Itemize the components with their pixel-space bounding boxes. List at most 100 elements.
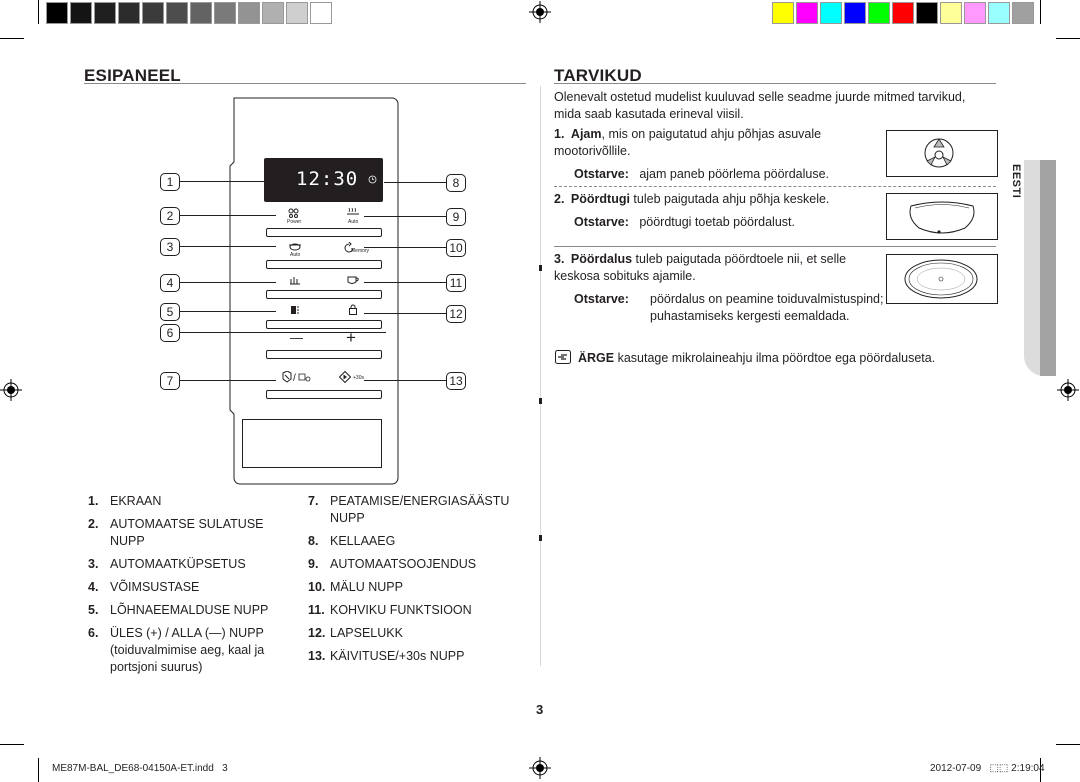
crop-mark [1040, 0, 1041, 24]
legend-number: 12. [308, 626, 326, 640]
dashed-separator [554, 186, 996, 187]
legend-text: ÜLES (+) / ALLA (—) NUPP (toiduvalmimise… [110, 626, 265, 674]
display-time: 12:30 [296, 168, 359, 190]
note-text: kasutage mikrolaineahju ilma pöördtoe eg… [614, 351, 936, 365]
leader-line [364, 282, 446, 283]
color-swatch [988, 2, 1010, 24]
purpose-label: Otstarve: [574, 167, 629, 181]
language-tab: EESTI [1008, 160, 1056, 376]
section-rule [84, 83, 526, 84]
column-divider [540, 86, 541, 666]
callout-8: 8 [446, 174, 466, 192]
turntable-icon [904, 259, 978, 299]
color-swatch [916, 2, 938, 24]
defrost-icon [288, 208, 299, 218]
power-level-icon [290, 277, 300, 285]
up-down-button[interactable] [266, 350, 382, 359]
child-lock-icon [349, 304, 357, 315]
legend-number: 5. [88, 603, 99, 617]
section-title-accessories: TARVIKUD [554, 66, 642, 85]
accessory-2-text: 2. Pöördtugi tuleb paigutada ahju põhja … [554, 191, 872, 208]
legend-text: KELLAAEG [330, 534, 396, 548]
legend-text: VÕIMSUSTASE [110, 580, 200, 594]
legend-text: AUTOMAATSOOJENDUS [330, 557, 477, 571]
color-swatch [964, 2, 986, 24]
callout-3: 3 [160, 238, 180, 256]
color-swatch [892, 2, 914, 24]
item-description: tuleb paigutada pöördtoele nii, et selle… [554, 252, 847, 283]
legend-text: LAPSELUKK [330, 626, 403, 640]
stop-start-button[interactable] [266, 390, 382, 399]
item-description: , mis on paigutatud ahju põhjas asuvale … [554, 127, 822, 158]
legend-column-1: 1. EKRAAN 2.AUTOMAATSE SULATUSE NUPP 3.AUTO… [88, 493, 298, 682]
callout-11: 11 [446, 274, 466, 292]
legend-number: 4. [88, 580, 99, 594]
autocook-memory-button[interactable] [266, 260, 382, 269]
svg-text:/: / [293, 373, 296, 383]
legend-text: KÄIVITUSE/+30s NUPP [330, 649, 465, 663]
leader-line [384, 182, 446, 183]
roller-ring-icon [909, 201, 975, 234]
auto-label-1: Auto [348, 219, 359, 225]
leader-line [180, 282, 276, 283]
coupler-icon [924, 138, 954, 168]
leader-line [364, 313, 446, 314]
purpose-label: Otstarve: [574, 292, 629, 306]
color-swatch [820, 2, 842, 24]
accessory-1-text: 1. Ajam, mis on paigutatud ahju põhjas a… [554, 126, 872, 160]
crop-mark [38, 758, 39, 782]
gray-swatch [70, 2, 92, 24]
crop-mark [1040, 758, 1041, 782]
legend-item: 10.MÄLU NUPP [308, 579, 526, 596]
crop-mark [0, 744, 24, 745]
legend-number: 1. [88, 494, 99, 508]
callout-10: 10 [446, 239, 466, 257]
registration-mark-icon [529, 757, 551, 779]
defrost-reheat-button[interactable] [266, 228, 382, 237]
deodorize-lock-button[interactable] [266, 320, 382, 329]
legend-number: 9. [308, 557, 319, 571]
gray-swatch [94, 2, 116, 24]
legend-item: 3.AUTOMAATKÜPSETUS [88, 556, 298, 573]
start-icon [339, 371, 351, 383]
callout-4: 4 [160, 274, 180, 292]
leader-line [364, 247, 446, 248]
leader-line [180, 380, 276, 381]
item-number: 3. [554, 252, 565, 266]
gray-swatch [142, 2, 164, 24]
leader-line [180, 215, 276, 216]
callout-13: 13 [446, 372, 466, 390]
legend-number: 7. [308, 494, 319, 508]
legend-item: 2.AUTOMAATSE SULATUSE NUPP [88, 516, 298, 550]
auto-cook-icon [289, 243, 301, 251]
legend-text: EKRAAN [110, 494, 162, 508]
gray-swatch [286, 2, 308, 24]
gray-swatch [238, 2, 260, 24]
legend-text: PEATAMISE/ENERGIASÄÄSTU NUPP [330, 494, 510, 525]
minus-label: — [290, 330, 303, 345]
callout-6: 6 [160, 324, 180, 342]
legend-item: 13.KÄIVITUSE/+30s NUPP [308, 648, 526, 665]
legend-item: 5.LÕHNAEEMALDUSE NUPP [88, 602, 298, 619]
registration-mark-icon [1057, 379, 1079, 401]
gray-swatch [214, 2, 236, 24]
leader-line [180, 246, 276, 247]
plus-label: + [346, 328, 356, 347]
divider-tick [539, 265, 542, 271]
color-swatch [772, 2, 794, 24]
power-coffee-button[interactable] [266, 290, 382, 299]
gray-swatch [118, 2, 140, 24]
legend-column-2: 7. PEATAMISE/ENERGIASÄÄSTU NUPP 8. KELLAAEG… [308, 493, 526, 671]
footer-date: 2012-07-09 ⬚⬚ 2:19:04 [930, 763, 1045, 774]
legend-item: 11.KOHVIKU FUNKTSIOON [308, 602, 526, 619]
reheat-icon [347, 207, 359, 215]
auto-label-2: Auto [290, 252, 301, 258]
item-title: Pöördtugi [570, 192, 630, 206]
item-description: tuleb paigutada ahju põhja keskele. [629, 192, 830, 206]
color-swatch [940, 2, 962, 24]
purpose-label: Otstarve: [574, 215, 629, 229]
accessory-1-purpose: Otstarve: ajam paneb pöörlema pöördaluse… [574, 166, 874, 183]
roller-ring-image-box [886, 193, 998, 240]
legend-number: 8. [308, 534, 319, 548]
item-number: 1. [554, 127, 565, 141]
